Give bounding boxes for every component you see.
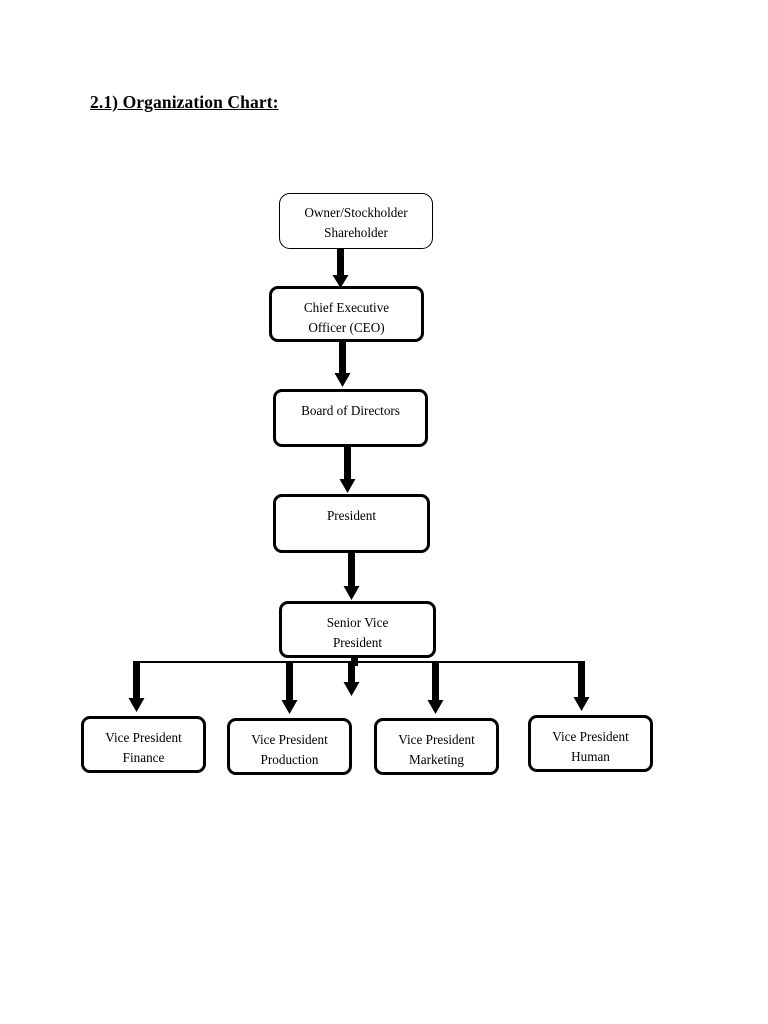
edge-bus-to-vp-finance (128, 661, 145, 712)
edge-ceo-to-board (334, 336, 351, 387)
edge-bus-to-vp-human (573, 661, 590, 711)
node-board-of-directors-line-1: Board of Directors (301, 403, 400, 418)
node-vice-president-finance-line-1: Vice President (105, 730, 182, 745)
node-senior-vice-president-line-2: President (332, 635, 383, 650)
edge-board-to-president (339, 441, 356, 493)
node-vice-president-marketing-line-1: Vice President (398, 732, 475, 747)
node-vice-president-human-line-1: Vice President (552, 729, 629, 744)
node-vice-president-marketing-line-2: Marketing (409, 752, 464, 767)
node-vice-president-finance-line-2: Finance (122, 750, 165, 765)
node-vice-president-production-line-1: Vice President (251, 732, 328, 747)
node-chief-executive-officer[interactable]: Chief Executive Officer (CEO) (269, 286, 424, 342)
node-vice-president-human[interactable]: Vice President Human (528, 715, 653, 772)
node-owner-stockholder-line-1: Owner/Stockholder (304, 205, 408, 220)
node-president[interactable]: President (273, 494, 430, 553)
node-vice-president-human-line-2: Human (571, 749, 610, 764)
edge-bus-center-stub (343, 661, 360, 696)
node-vice-president-marketing[interactable]: Vice President Marketing (374, 718, 499, 775)
node-chief-executive-officer-line-2: Officer (CEO) (308, 320, 385, 335)
node-owner-stockholder[interactable]: Owner/Stockholder Shareholder (279, 193, 433, 249)
edge-bus-to-vp-marketing (427, 661, 444, 714)
edge-bus-to-vp-production (281, 661, 298, 714)
node-board-of-directors[interactable]: Board of Directors (273, 389, 428, 447)
node-president-line-1: President (326, 508, 377, 523)
node-vice-president-production-line-2: Production (260, 752, 319, 767)
page-title: 2.1) Organization Chart: (90, 92, 279, 112)
node-owner-stockholder-line-2: Shareholder (324, 225, 388, 240)
distribution-bus (133, 661, 585, 663)
edge-president-to-svp (343, 547, 360, 600)
node-chief-executive-officer-line-1: Chief Executive (303, 300, 390, 315)
node-vice-president-production[interactable]: Vice President Production (227, 718, 352, 775)
node-senior-vice-president[interactable]: Senior Vice President (279, 601, 436, 658)
node-senior-vice-president-line-1: Senior Vice (326, 615, 389, 630)
node-vice-president-finance[interactable]: Vice President Finance (81, 716, 206, 773)
